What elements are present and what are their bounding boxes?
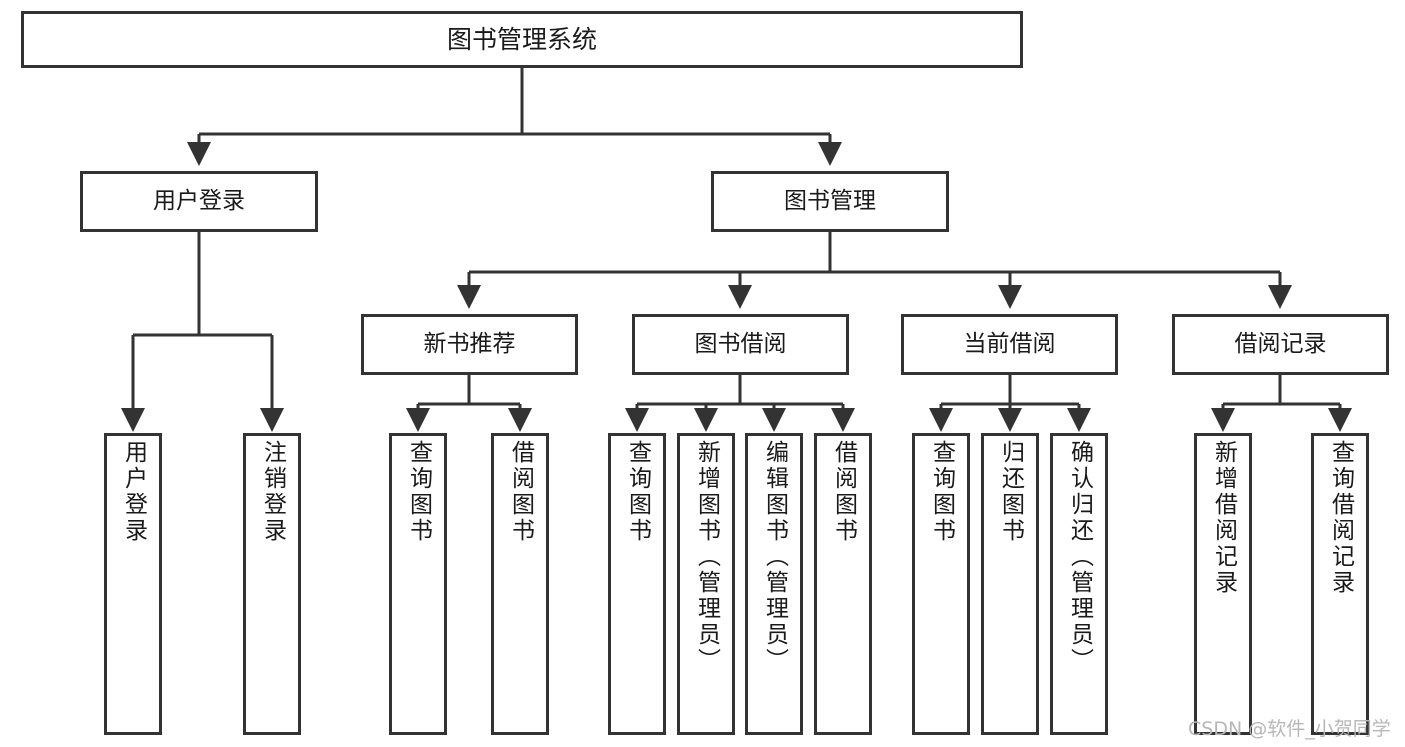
node-user-login-label: 用户登录 [153, 187, 245, 214]
node-leaf-edit-book[interactable]: 编辑图书（管理员） [745, 433, 803, 735]
node-leaf-query-record-label: 查询借阅记录 [1327, 440, 1354, 596]
node-book-borrow-label: 图书借阅 [694, 330, 787, 357]
node-leaf-borrow-book-2-label: 借阅图书 [830, 440, 857, 544]
node-leaf-query-record[interactable]: 查询借阅记录 [1311, 433, 1369, 735]
node-leaf-borrow-book-1-label: 借阅图书 [507, 440, 534, 544]
node-borrow-record-label: 借阅记录 [1234, 330, 1327, 357]
node-new-book-recommend[interactable]: 新书推荐 [361, 314, 578, 375]
node-leaf-query-book-2-label: 查询图书 [624, 440, 651, 544]
csdn-watermark: CSDN @软件_小贺同学 [1188, 718, 1391, 740]
node-leaf-return-book[interactable]: 归还图书 [981, 433, 1039, 735]
node-book-manage[interactable]: 图书管理 [711, 171, 949, 232]
node-leaf-query-book-1[interactable]: 查询图书 [389, 433, 447, 735]
node-borrow-record[interactable]: 借阅记录 [1172, 314, 1389, 375]
node-root-label: 图书管理系统 [446, 24, 597, 54]
node-leaf-add-record[interactable]: 新增借阅记录 [1194, 433, 1252, 735]
node-leaf-borrow-book-1[interactable]: 借阅图书 [491, 433, 549, 735]
node-root[interactable]: 图书管理系统 [21, 11, 1023, 68]
node-new-book-recommend-label: 新书推荐 [423, 330, 516, 357]
node-leaf-edit-book-label: 编辑图书（管理员） [761, 440, 788, 674]
node-leaf-confirm-return[interactable]: 确认归还（管理员） [1050, 433, 1108, 735]
node-leaf-logout-label: 注销登录 [259, 440, 286, 544]
node-user-login[interactable]: 用户登录 [80, 171, 318, 232]
node-leaf-query-book-2[interactable]: 查询图书 [608, 433, 666, 735]
node-leaf-query-book-3[interactable]: 查询图书 [912, 433, 970, 735]
node-leaf-query-book-3-label: 查询图书 [928, 440, 955, 544]
node-current-borrow-label: 当前借阅 [963, 330, 1056, 357]
node-current-borrow[interactable]: 当前借阅 [901, 314, 1118, 375]
node-leaf-user-login-label: 用户登录 [120, 440, 147, 544]
node-leaf-return-book-label: 归还图书 [997, 440, 1024, 544]
node-leaf-logout[interactable]: 注销登录 [243, 433, 301, 735]
node-leaf-user-login[interactable]: 用户登录 [104, 433, 162, 735]
node-book-manage-label: 图书管理 [784, 187, 876, 214]
node-leaf-add-record-label: 新增借阅记录 [1210, 440, 1237, 596]
node-leaf-borrow-book-2[interactable]: 借阅图书 [814, 433, 872, 735]
node-leaf-confirm-return-label: 确认归还（管理员） [1066, 440, 1093, 674]
node-book-borrow[interactable]: 图书借阅 [632, 314, 849, 375]
node-leaf-add-book[interactable]: 新增图书（管理员） [677, 433, 735, 735]
node-leaf-query-book-1-label: 查询图书 [405, 440, 432, 544]
node-leaf-add-book-label: 新增图书（管理员） [693, 440, 720, 674]
